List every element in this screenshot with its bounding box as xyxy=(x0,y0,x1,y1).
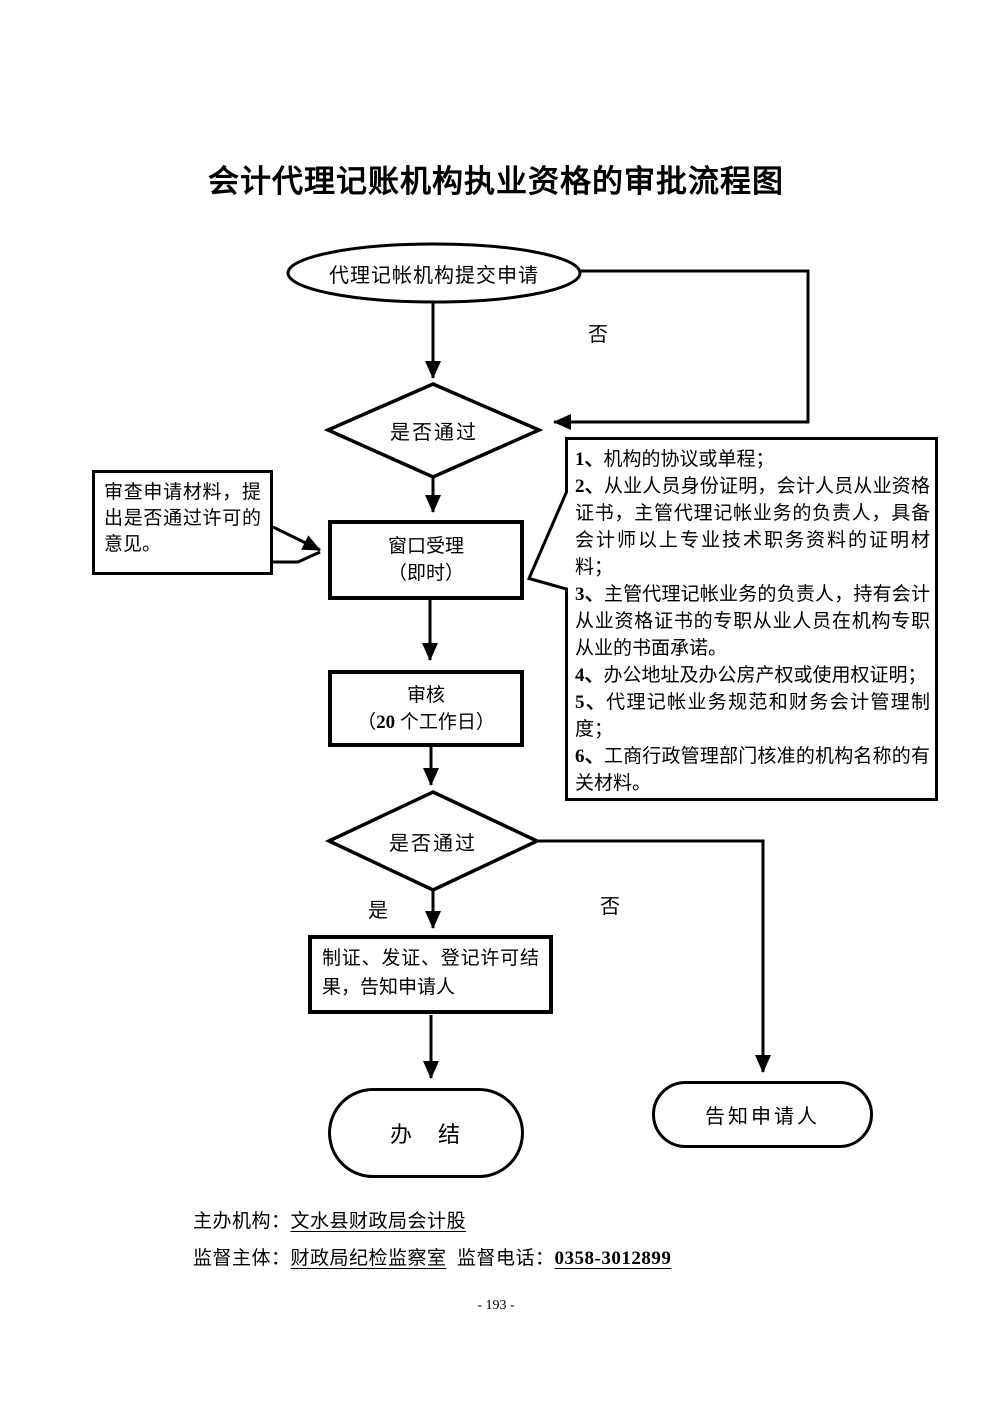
decision2-label: 是否通过 xyxy=(389,832,477,855)
yes-label: 是 xyxy=(368,900,388,922)
materials-item-num: 1、 xyxy=(575,449,604,470)
materials-item-text: 工商行政管理部门核准的机构名称的有关材料。 xyxy=(575,746,930,794)
materials-list: 1、机构的协议或单程； 2、从业人员身份证明，会计人员从业资格证书，主管代理记帐… xyxy=(565,437,938,801)
review-line1: 审核 xyxy=(406,684,445,706)
materials-item-num: 3、 xyxy=(575,584,604,605)
footer-supervisor-line: 监督主体：财政局纪检监察室 监督电话：0358-3012899 xyxy=(193,1243,671,1270)
materials-item: 2、从业人员身份证明，会计人员从业资格证书，主管代理记帐业务的负责人，具备会计师… xyxy=(575,473,930,581)
issue-result-text: 制证、发证、登记许可结果，告知申请人 xyxy=(322,948,539,998)
review-box: 审核 （20 个工作日） xyxy=(328,670,524,747)
review-note-box: 审查申请材料，提出是否通过许可的意见。 xyxy=(92,470,273,575)
footer-host-line: 主办机构：文水县财政局会计股 xyxy=(193,1206,466,1233)
issue-result-box: 制证、发证、登记许可结果，告知申请人 xyxy=(308,935,553,1014)
page-title: 会计代理记账机构执业资格的审批流程图 xyxy=(208,164,784,199)
materials-item-text: 代理记帐业务规范和财务会计管理制度； xyxy=(575,692,930,740)
page-number: - 193 - xyxy=(477,1298,515,1313)
materials-item-num: 4、 xyxy=(575,665,604,686)
start-terminator-label: 代理记帐机构提交申请 xyxy=(329,264,539,287)
window-accept-line2: （即时） xyxy=(387,563,464,584)
materials-item-num: 2、 xyxy=(575,476,604,497)
materials-item-text: 办公地址及办公房产权或使用权证明； xyxy=(603,665,927,686)
no-label-top: 否 xyxy=(588,324,608,346)
footer-phone-label: 监督电话： xyxy=(446,1248,555,1269)
materials-item-text: 从业人员身份证明，会计人员从业资格证书，主管代理记帐业务的负责人，具备会计师以上… xyxy=(575,476,930,578)
review-days: 20 xyxy=(376,711,396,733)
review-paren-rest: 个工作日） xyxy=(395,711,495,733)
decision1-label: 是否通过 xyxy=(390,421,478,444)
materials-item: 6、工商行政管理部门核准的机构名称的有关材料。 xyxy=(575,743,930,797)
window-accept-box: 窗口受理 （即时） xyxy=(328,520,524,600)
finish-terminator: 办 结 xyxy=(328,1088,524,1178)
materials-item: 5、代理记帐业务规范和财务会计管理制度； xyxy=(575,689,930,743)
review-line2: （20 个工作日） xyxy=(357,709,495,736)
footer-host-value: 文水县财政局会计股 xyxy=(290,1211,467,1232)
notify-terminator: 告知申请人 xyxy=(652,1081,873,1148)
materials-item-text: 主管代理记帐业务的负责人，持有会计从业资格证书的专职从业人员在机构专职从业的书面… xyxy=(575,584,930,659)
footer-supervisor-value: 财政局纪检监察室 xyxy=(290,1248,447,1269)
materials-item: 3、主管代理记帐业务的负责人，持有会计从业资格证书的专职从业人员在机构专职从业的… xyxy=(575,581,930,662)
materials-item: 1、机构的协议或单程； xyxy=(575,446,930,473)
materials-item: 4、办公地址及办公房产权或使用权证明； xyxy=(575,662,930,689)
review-note-text: 审查申请材料，提出是否通过许可的意见。 xyxy=(104,482,261,555)
note-pointer-upper-line xyxy=(272,525,321,552)
no-branch-line xyxy=(537,839,771,1073)
no-label-bottom: 否 xyxy=(600,896,620,918)
materials-item-text: 机构的协议或单程； xyxy=(603,449,775,470)
materials-item-num: 5、 xyxy=(575,692,607,713)
window-accept-line1: 窗口受理 xyxy=(387,536,464,557)
footer-phone-value: 0358-3012899 xyxy=(554,1248,672,1269)
footer-supervisor-label: 监督主体： xyxy=(193,1248,291,1269)
materials-item-num: 6、 xyxy=(575,746,604,767)
note-pointer-lower-line xyxy=(273,550,321,564)
footer-host-label: 主办机构： xyxy=(193,1211,291,1232)
review-paren-open: （ xyxy=(357,711,377,733)
